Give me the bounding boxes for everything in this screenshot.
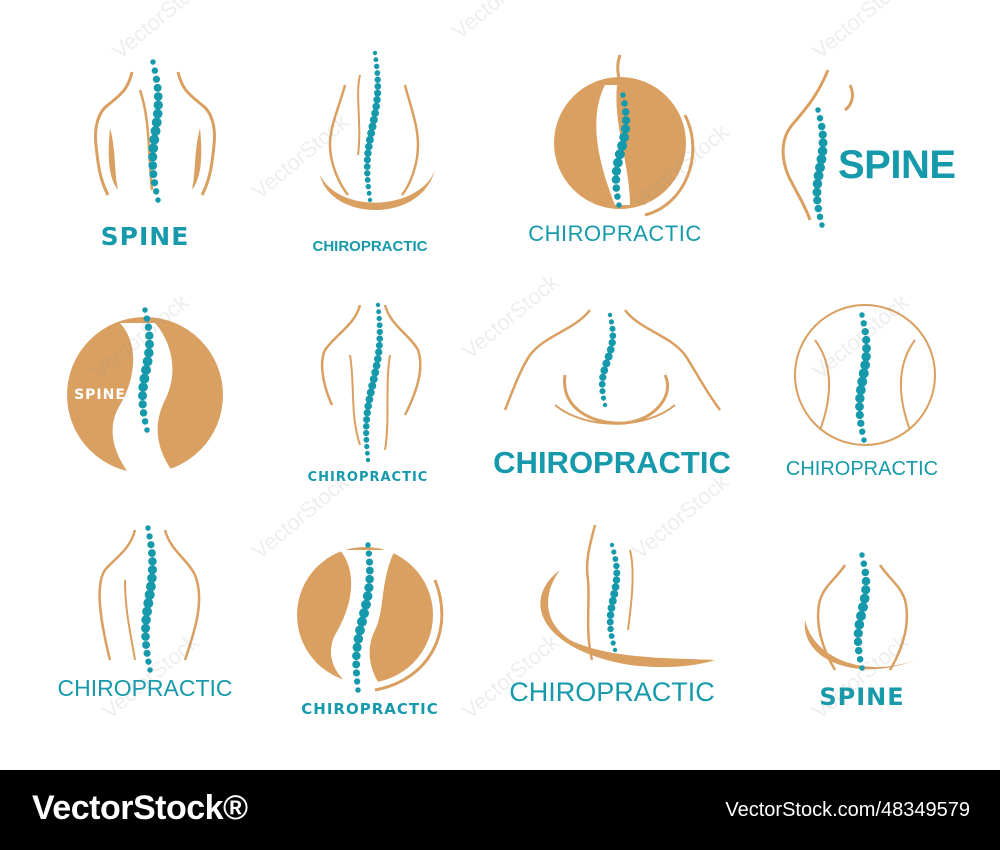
footer-brand-logo: VectorStock®	[32, 789, 248, 827]
swoosh-back-illustration	[540, 524, 715, 668]
back-spine-circle-illustration	[804, 552, 925, 671]
logo-label: SPINE	[838, 143, 956, 187]
logo-label: CHIROPRACTIC	[493, 445, 731, 480]
logo-label: CHIROPRACTIC	[785, 458, 939, 480]
back-spine-illustration	[320, 302, 422, 463]
logo-chiro-3: CHIROPRACTIC	[290, 295, 450, 490]
circle-spine-illustration	[297, 542, 444, 693]
logo-sheet: SPINE CHIROPRACTIC CHIROPRACTIC SPINE	[57, 0, 960, 725]
logo-chiro-5: CHIROPRACTIC	[780, 300, 960, 490]
circle-outline-illustration	[794, 304, 936, 446]
side-spine-illustration	[781, 69, 854, 228]
back-spine-circle-illustration	[320, 50, 435, 210]
logo-spine-1: SPINE	[80, 50, 230, 260]
logo-chiro-2: CHIROPRACTIC	[528, 54, 705, 255]
logo-label: CHIROPRACTIC	[57, 675, 233, 701]
watermark-text: VectorStock	[447, 0, 554, 44]
footer-bar: VectorStock® VectorStock.com/48349579	[0, 770, 1000, 850]
shoulders-illustration	[503, 309, 722, 425]
logo-label: CHIROPRACTIC	[528, 221, 702, 246]
logo-label: SPINE	[819, 683, 905, 711]
logo-chiro-8: CHIROPRACTIC	[509, 520, 720, 720]
logo-chiro-4: CHIROPRACTIC	[493, 305, 735, 485]
back-spine-illustration	[98, 525, 201, 673]
logo-label: CHIROPRACTIC	[307, 470, 429, 485]
logo-chiro-1: CHIROPRACTIC	[300, 45, 450, 260]
logo-label: CHIROPRACTIC	[301, 700, 439, 718]
back-spine-illustration	[94, 59, 216, 203]
logo-chiro-7: CHIROPRACTIC	[280, 530, 460, 725]
watermark-text: VectorStock	[807, 0, 914, 64]
logo-label: CHIROPRACTIC	[509, 677, 715, 707]
logo-spine-4: SPINE	[790, 550, 950, 720]
logo-chiro-6: CHIROPRACTIC	[57, 520, 233, 715]
circle-back-illustration	[67, 307, 223, 475]
logo-label: SPINE	[74, 387, 126, 403]
logo-spine-3: SPINE	[65, 305, 235, 475]
circle-spine-illustration	[554, 54, 695, 217]
footer-credit: VectorStock.com/48349579	[725, 799, 970, 821]
logo-label: CHIROPRACTIC	[312, 238, 428, 255]
logo-spine-2: SPINE	[770, 65, 960, 235]
logo-label: SPINE	[100, 222, 190, 251]
